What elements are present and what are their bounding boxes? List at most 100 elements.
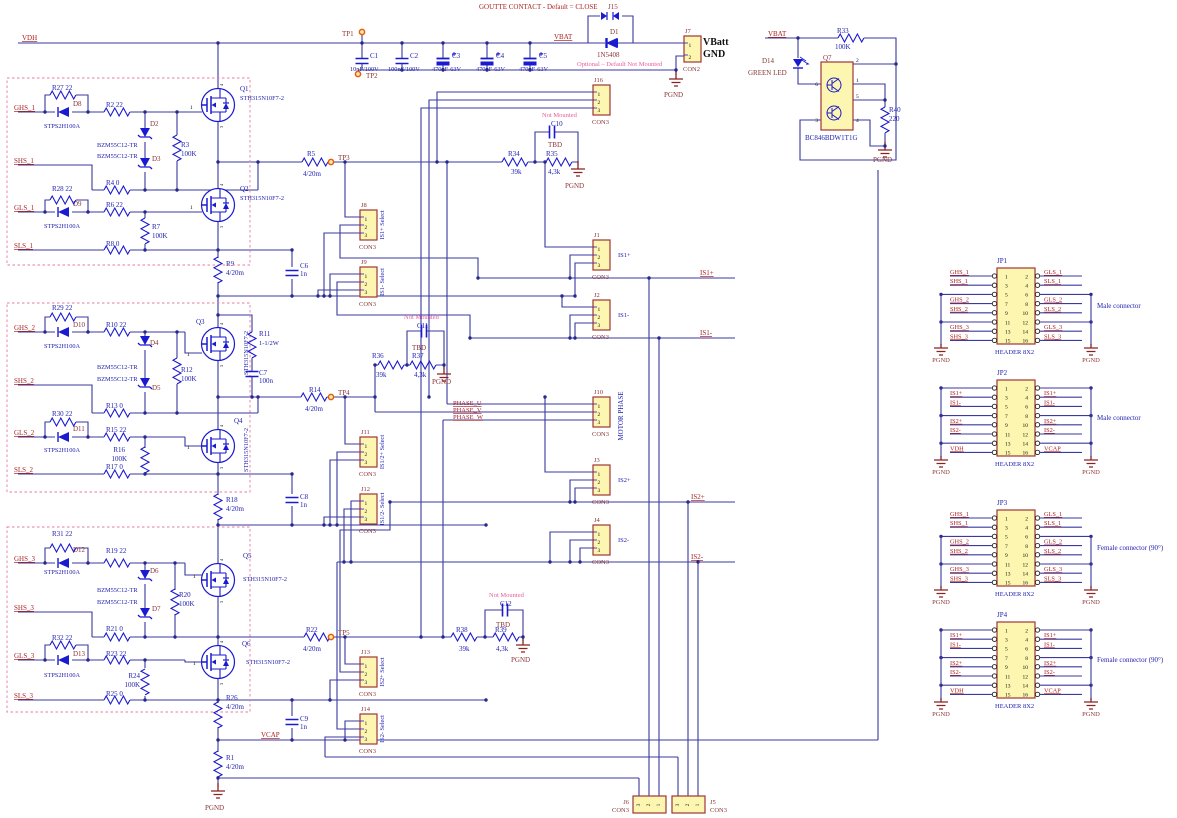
pgnd-icon [1084, 698, 1098, 710]
text-100nf-100v: 100nF/100V [388, 66, 420, 73]
header-net-label: GHS_2 [950, 297, 969, 304]
text-is2+: IS2+ [691, 493, 705, 501]
text-r19--22: R19 22 [106, 547, 127, 555]
mosfet-icon [201, 196, 212, 214]
mosfet-pin3: 3 [219, 600, 224, 603]
pin-circle [991, 542, 998, 549]
junction-dot [328, 523, 332, 527]
text-39k: 39k [376, 371, 387, 379]
junction-dot [427, 395, 431, 399]
pin-number: 3 [1005, 638, 1008, 644]
junction-dot [43, 210, 47, 214]
text-sth315n10f7-2: STH315N10F7-2 [243, 428, 250, 472]
pin-number: 3 [636, 803, 642, 806]
resistor [171, 357, 183, 385]
pgnd-label: PGND [1082, 599, 1100, 606]
text-r3: R3 [181, 141, 190, 149]
mosfet-icon [211, 188, 227, 222]
text-470uf-63v: 470uF-63V [432, 66, 461, 73]
header-net-label: VDH [950, 687, 964, 694]
mosfet-pin3: 3 [219, 466, 224, 469]
zener-icon [137, 614, 153, 620]
diode-icon [58, 558, 69, 568]
text-1: 1 [856, 78, 859, 84]
pin-number: 11 [1005, 320, 1011, 326]
text-r24: R24 [128, 672, 140, 680]
pin-circle [1034, 533, 1041, 540]
pgnd-label: PGND [1082, 469, 1100, 476]
header-name-jp4: JP4 [997, 611, 1008, 619]
text-q5: Q5 [243, 552, 252, 560]
junction-dot [322, 294, 326, 298]
pin-number: 2 [598, 480, 601, 486]
junction-dot [290, 472, 294, 476]
pin-number: 2 [365, 282, 368, 288]
pin-circle [1034, 300, 1041, 307]
testpoint-icon [327, 393, 335, 401]
connector-name-j7: J7 [685, 28, 692, 35]
mosfet-pin3: 3 [219, 225, 224, 228]
pin-number: 5 [1005, 405, 1008, 411]
junction-dot [883, 144, 887, 148]
text-stps2h100a: STPS2H100A [44, 672, 80, 679]
pin-number: 3 [1005, 526, 1008, 532]
header-net-label: IS1+ [1044, 632, 1057, 639]
text-4-20m: 4/20m [303, 170, 321, 178]
junction-dot [435, 160, 439, 164]
text-sls-3: SLS_3 [14, 692, 34, 700]
resistor [103, 326, 131, 338]
text-vbatt: VBatt [703, 37, 729, 48]
junction-dot [143, 248, 147, 252]
header-note: Male connector [1097, 302, 1141, 310]
led-arrows-icon [799, 56, 810, 65]
text-100k: 100K [111, 455, 127, 463]
pin-number: 9 [1005, 665, 1008, 671]
resistor [49, 89, 77, 101]
text-stps2h100a: STPS2H100A [44, 123, 80, 130]
text-d10: D10 [73, 321, 86, 329]
resistor [139, 668, 151, 696]
junction-dot [322, 523, 326, 527]
text-1n: 1n [300, 270, 308, 278]
junction-dot [216, 738, 220, 742]
connector-type: CON3 [592, 559, 609, 566]
pin-number: 12 [1023, 432, 1029, 438]
pin-number: 13 [1005, 684, 1011, 690]
pin-number: 2 [365, 672, 368, 678]
pin-circle [991, 691, 998, 698]
pin-circle [1034, 431, 1041, 437]
connector-caption: IS2- Select [379, 715, 386, 743]
pin-circle [1034, 515, 1041, 521]
junction-dot [256, 160, 260, 164]
junction-dot [216, 472, 220, 476]
mosfet-icon [211, 429, 227, 463]
mosfet-pin4: 4 [219, 640, 224, 643]
text-2: 2 [856, 58, 859, 64]
junction-dot [883, 98, 887, 102]
mosfet-icon [201, 653, 212, 671]
junction-dot [216, 776, 220, 780]
text-r39: R39 [495, 626, 507, 634]
resistor [169, 588, 181, 616]
pin-number: 3 [365, 460, 368, 466]
text-100k: 100K [181, 375, 197, 383]
junction-dot [528, 41, 532, 45]
mosfet-icon [211, 645, 227, 679]
resistor [246, 331, 258, 359]
header-net-label: IS2- [1044, 427, 1055, 434]
pgnd-label: PGND [932, 599, 950, 606]
mosfet-bodydiode [223, 578, 229, 584]
pgnd-icon [934, 586, 948, 598]
resistor [103, 431, 131, 443]
resistor [139, 217, 151, 245]
junction-dot [173, 561, 177, 565]
connector-name: J5 [710, 799, 716, 806]
pin-number: 15 [1005, 451, 1011, 457]
pgnd-icon [934, 344, 948, 356]
capacitor [395, 57, 409, 65]
junction-dot [484, 523, 488, 527]
resistor [103, 631, 131, 643]
text-r4--0: R4 0 [106, 179, 120, 187]
pin-number: 15 [1005, 339, 1011, 345]
text-bzm55c12-tr: BZM55C12-TR [97, 142, 138, 149]
